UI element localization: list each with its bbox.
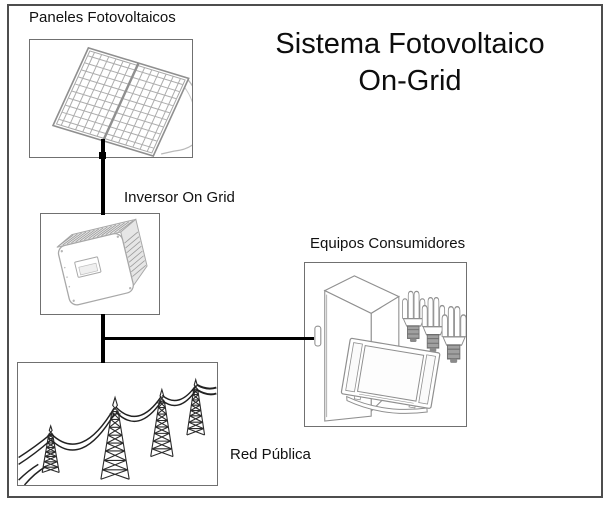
- grid-box: [17, 362, 218, 486]
- diagram-title: Sistema Fotovoltaico On-Grid: [230, 26, 590, 100]
- panels-box: [29, 39, 193, 158]
- diagram-title-line2: On-Grid: [358, 65, 462, 97]
- inverter-box: [40, 213, 160, 315]
- solar-panel-icon: [30, 40, 192, 157]
- diagram-title-line1: Sistema Fotovoltaico: [275, 28, 545, 60]
- consumer-appliances-icon: [314, 275, 466, 422]
- outer-border: [7, 4, 603, 498]
- transmission-towers-icon: [18, 379, 217, 485]
- label-inversor-on-grid: Inversor On Grid: [124, 189, 235, 206]
- connector-node: [99, 152, 106, 159]
- label-red-publica: Red Pública: [230, 446, 311, 463]
- connector-panels-inverter: [101, 139, 105, 215]
- inverter-icon: [56, 218, 148, 306]
- label-equipos-consumidores: Equipos Consumidores: [310, 235, 466, 252]
- label-paneles-fotovoltaicos: Paneles Fotovoltaicos: [29, 9, 176, 26]
- connector-junction-consumers: [103, 337, 314, 340]
- consumers-box: [304, 262, 467, 427]
